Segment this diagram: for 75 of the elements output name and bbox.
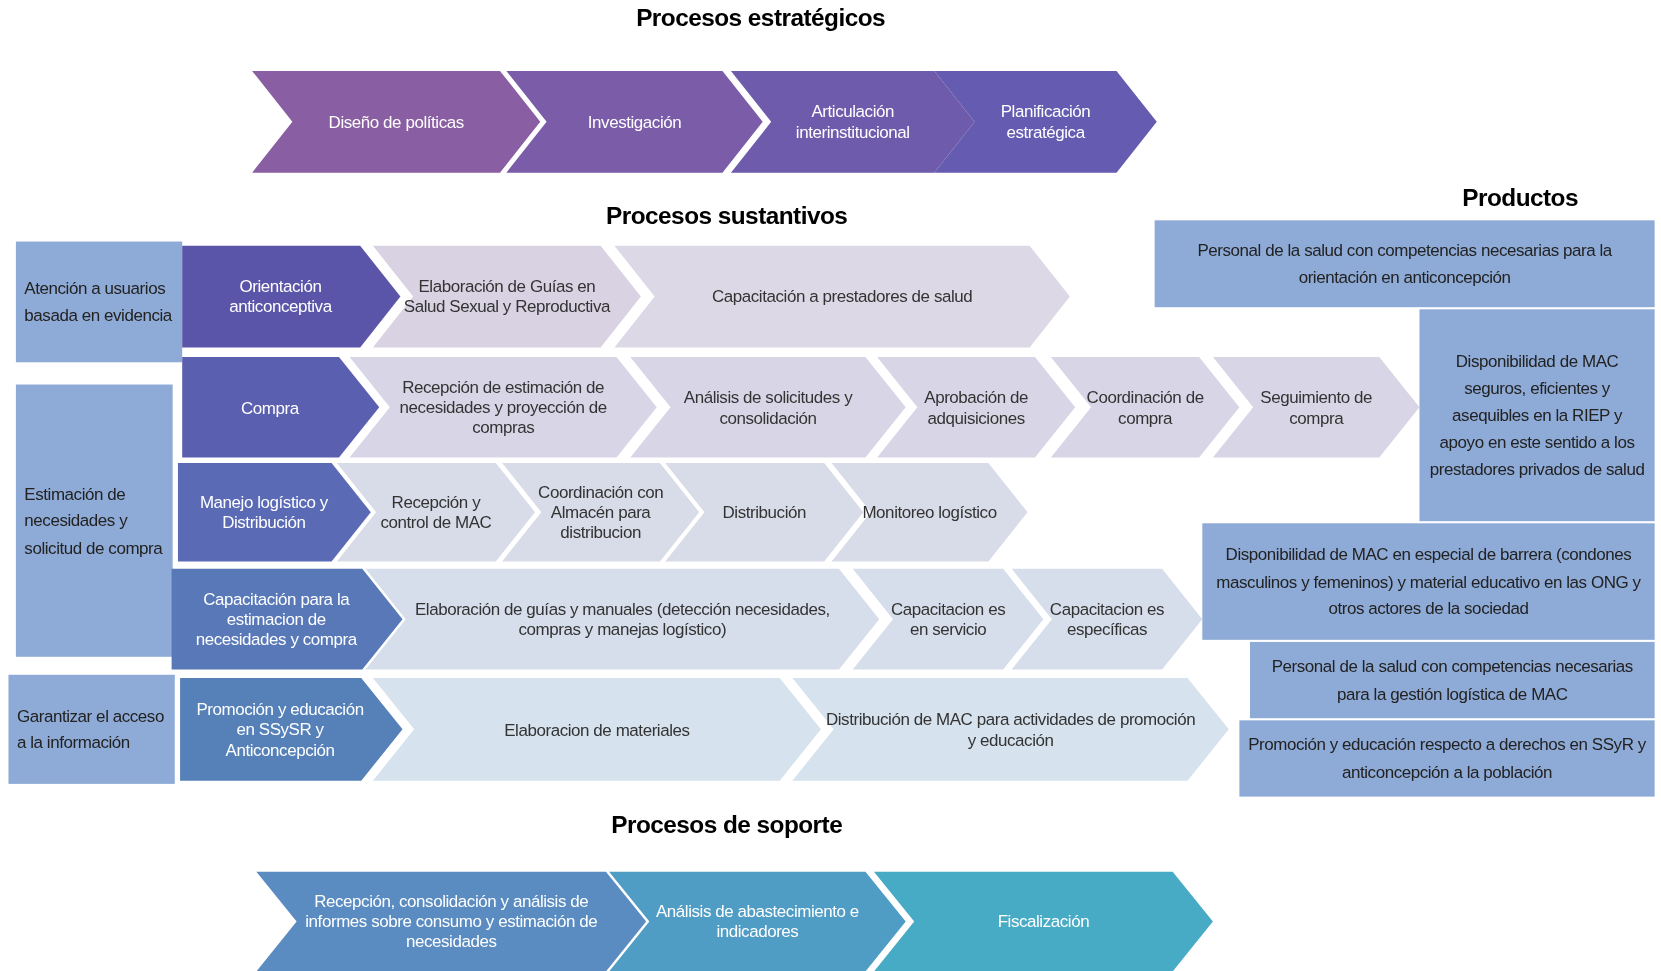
process-step	[349, 357, 657, 458]
process-step	[182, 245, 401, 348]
process-step	[372, 677, 821, 781]
process-label: Diseño de políticas	[327, 111, 465, 132]
process-label: Elaboracion de materiales	[503, 719, 691, 740]
process-step	[177, 462, 371, 562]
process-step	[1212, 357, 1420, 458]
product-text: Personal de la salud con competencias necesarias para la gestión logística de MAC	[1270, 656, 1634, 705]
product-box	[1202, 523, 1655, 640]
process-label: Elaboración de Guías en Salud Sexual y Reproductiva	[403, 276, 611, 317]
product-text: Promoción y educación respecto a derechos en SSyR y anticoncepción a la población	[1247, 734, 1647, 783]
product-text: Personal de la salud con competencias necesarias para la orientación en anticoncepción	[1196, 239, 1613, 288]
process-step	[1050, 357, 1240, 458]
process-step	[256, 871, 647, 971]
category-label: Atención a usuarios basada en evidencia	[24, 278, 173, 327]
process-label: Recepción y control de MAC	[379, 491, 493, 533]
category-box	[8, 674, 175, 784]
process-label: Seguimiento de compra	[1259, 387, 1374, 428]
process-step	[730, 70, 975, 173]
category-box	[15, 384, 173, 657]
product-box	[1154, 220, 1655, 308]
process-label: Fiscalización	[996, 911, 1091, 932]
process-step	[609, 871, 906, 971]
process-label: Capacitacion es en servicio	[889, 598, 1007, 640]
process-label: Distribución	[721, 502, 807, 523]
process-step	[1011, 568, 1203, 670]
process-step	[506, 70, 763, 173]
process-step	[630, 357, 906, 458]
product-text: Disponibilidad de MAC en especial de barrera (condones masculinos y femeninos) y material educativo en las ONG y otros actores de la sociedad	[1215, 544, 1642, 620]
process-step	[665, 462, 864, 562]
process-step	[614, 245, 1070, 348]
process-step	[502, 462, 700, 562]
process-label: Análisis de abastecimiento e indicadores	[654, 901, 860, 942]
section-heading: Productos	[1462, 183, 1578, 212]
category-label: Estimación de necesidades y solicitud de compra	[24, 483, 164, 559]
process-step	[792, 677, 1229, 781]
process-label: Monitoreo logístico	[861, 502, 998, 523]
process-step	[252, 70, 541, 173]
process-label: Articulación interinstitucional	[794, 101, 911, 143]
process-step	[182, 357, 380, 458]
section-heading: Procesos sustantivos	[606, 201, 848, 230]
process-step	[831, 462, 1028, 562]
process-step	[934, 70, 1157, 173]
process-label: Capacitación para la estimacion de necesidades y compra	[194, 588, 358, 650]
process-label: Investigación	[586, 111, 683, 132]
process-label: Análisis de solicitudes y consolidación	[682, 387, 854, 428]
process-label: Coordinación con Almacén para distribucion	[537, 481, 665, 543]
process-label: Capacitacion es específicas	[1048, 598, 1166, 640]
process-label: Elaboración de guías y manuales (detección necesidades, compras y manejas logístico)	[413, 598, 831, 640]
process-label: Coordinación de compra	[1085, 387, 1205, 428]
process-step	[877, 357, 1076, 458]
process-step	[171, 568, 403, 670]
process-label: Distribución de MAC para actividades de promoción y educación	[824, 709, 1197, 750]
process-label: Manejo logístico y Distribución	[198, 491, 329, 533]
product-text: Disponibilidad de MAC seguros, eficientes y asequibles en la RIEP y apoyo en este sentido a los prestadores privados de salud	[1428, 350, 1646, 481]
category-label: Garantizar el acceso a la información	[16, 705, 165, 754]
process-label: Promoción y educación en SSySR y Anticoncepción	[195, 698, 365, 760]
process-label: Recepción, consolidación y análisis de informes sobre consumo y estimación de necesidades	[304, 891, 599, 953]
process-step	[336, 462, 535, 562]
process-step	[180, 677, 403, 781]
process-label: Planificación estratégica	[999, 101, 1092, 143]
process-step	[372, 245, 641, 348]
process-label: Aprobación de adquisiciones	[923, 387, 1030, 428]
process-label: Recepción de estimación de necesidades y proyección de compras	[398, 376, 608, 438]
product-box	[1250, 641, 1655, 719]
process-label: Capacitación a prestadores de salud	[711, 286, 974, 307]
section-heading: Procesos de soporte	[611, 810, 843, 839]
product-box	[1239, 720, 1655, 797]
process-label: Compra	[240, 397, 300, 418]
process-step	[873, 871, 1213, 971]
process-label: Orientación anticonceptiva	[228, 276, 333, 317]
product-box	[1419, 309, 1655, 522]
category-box	[15, 241, 183, 363]
process-step	[852, 568, 1044, 670]
section-heading: Procesos estratégicos	[636, 4, 886, 33]
